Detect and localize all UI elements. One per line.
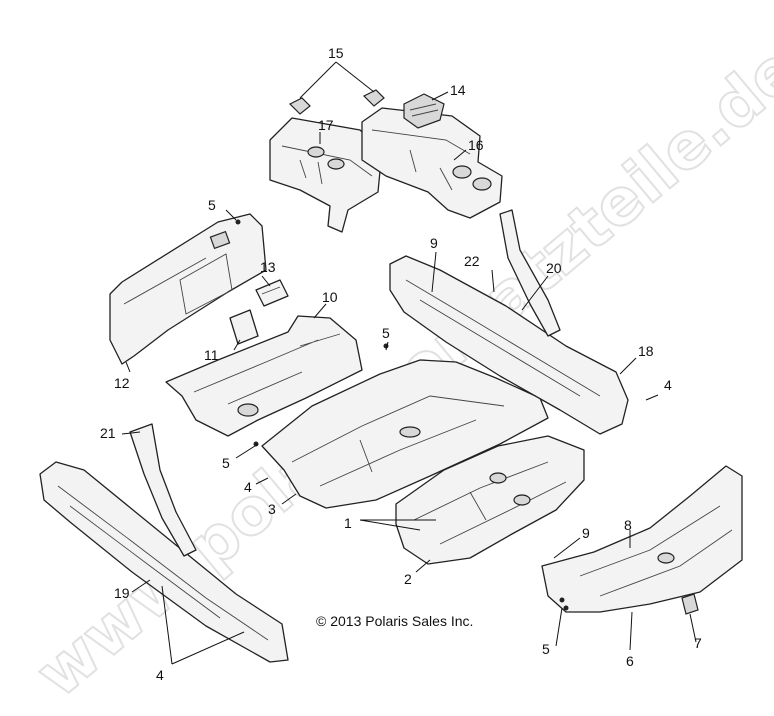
callout-5-bottom: 5 xyxy=(542,641,550,657)
callout-4-right: 4 xyxy=(664,377,672,393)
part-12-dash-panel xyxy=(109,213,267,365)
part-2-rear-tub xyxy=(395,435,585,565)
callout-20: 20 xyxy=(546,260,562,276)
callout-4-mid: 4 xyxy=(244,479,252,495)
copyright-notice: © 2013 Polaris Sales Inc. xyxy=(316,613,473,629)
callout-5-top: 5 xyxy=(208,197,216,213)
part-16-console-cover xyxy=(361,107,503,219)
part-15-clips xyxy=(288,89,385,115)
part-17-console-cover xyxy=(269,117,383,233)
callout-15: 15 xyxy=(328,45,344,61)
callout-16: 16 xyxy=(468,137,484,153)
callout-14: 14 xyxy=(450,82,466,98)
callout-11: 11 xyxy=(204,347,219,363)
callout-5-left: 5 xyxy=(222,455,230,471)
callout-7: 7 xyxy=(694,635,702,651)
part-18-right-rocker xyxy=(389,255,629,435)
fasteners xyxy=(235,219,569,611)
callout-13: 13 xyxy=(260,259,276,275)
callout-3: 3 xyxy=(268,501,276,517)
callout-1: 1 xyxy=(344,515,352,531)
part-7-clip xyxy=(681,593,699,615)
part-11-plate xyxy=(229,309,259,345)
callout-18: 18 xyxy=(638,343,654,359)
part-19-left-rocker xyxy=(39,461,289,663)
callout-4-bottom: 4 xyxy=(156,667,164,683)
leader-lines xyxy=(121,61,697,665)
callout-10: 10 xyxy=(322,289,338,305)
part-8-rear-bulkhead xyxy=(541,465,743,613)
part-10-floor-panel xyxy=(165,315,363,437)
callout-6: 6 xyxy=(626,653,634,669)
callout-5-mid: 5 xyxy=(382,325,390,341)
callout-22: 22 xyxy=(464,253,480,269)
part-21-pillar xyxy=(129,423,197,557)
callout-19: 19 xyxy=(114,585,130,601)
callout-2: 2 xyxy=(404,571,412,587)
callout-9-top: 9 xyxy=(430,235,438,251)
part-20-pillar xyxy=(499,209,561,337)
callout-8: 8 xyxy=(624,517,632,533)
part-3-floor-tub xyxy=(261,359,549,509)
callout-17: 17 xyxy=(318,117,334,133)
part-14-insert xyxy=(403,93,445,129)
callout-21: 21 xyxy=(100,425,116,441)
callout-labels: 15 14 17 16 5 9 22 20 13 10 12 11 5 18 4… xyxy=(100,45,702,683)
callout-12: 12 xyxy=(114,375,130,391)
part-13-plate xyxy=(255,279,289,307)
callout-9-bottom: 9 xyxy=(582,525,590,541)
